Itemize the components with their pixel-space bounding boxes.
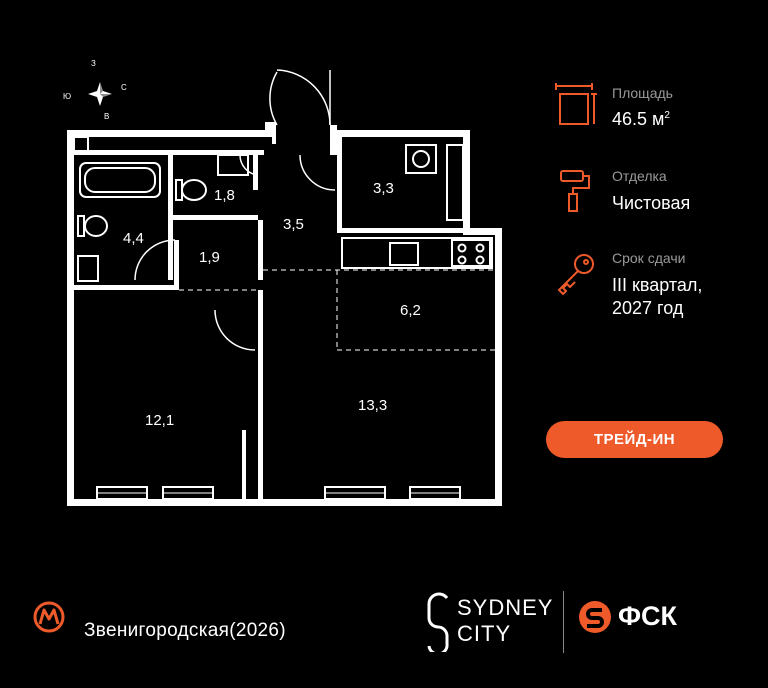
deadline-label: Срок сдачи [612, 250, 686, 266]
brand-line2: CITY [457, 621, 512, 646]
trade-in-button[interactable]: ТРЕЙД-ИН [546, 421, 723, 458]
compass-south: В [104, 112, 109, 121]
room-toilet-area: 1,8 [214, 187, 235, 204]
finish-value: Чистовая [612, 193, 691, 213]
brand-divider [563, 591, 564, 653]
room-bedroom-area: 12,1 [145, 412, 174, 429]
outer-walls [67, 122, 502, 506]
paint-roller-icon [560, 170, 590, 212]
area-label: Площадь [612, 85, 673, 101]
room-storage-area: 3,3 [373, 180, 394, 197]
area-number: 46.5 м [612, 109, 665, 129]
room-kitchen-area: 6,2 [400, 302, 421, 319]
finish-label: Отделка [612, 168, 667, 184]
room-hallway-area: 3,5 [283, 216, 304, 233]
inner-walls [74, 137, 467, 499]
brand-line1: SYDNEY [457, 595, 554, 620]
room-bathroom-area: 4,4 [123, 230, 144, 247]
room-living-area: 13,3 [358, 397, 387, 414]
windows [96, 144, 464, 500]
brand-developer: ФСК [618, 601, 678, 631]
deadline-line1: III квартал, [612, 275, 703, 295]
area-icon [555, 83, 597, 125]
compass-west: Ю [63, 92, 71, 101]
area-value: 46.5 м2 [612, 109, 670, 130]
fsk-mark-icon [579, 601, 611, 633]
compass-east: С [121, 83, 127, 92]
compass-north: З [91, 59, 96, 68]
room-closet-area: 1,9 [199, 249, 220, 266]
metro-icon [33, 601, 65, 633]
key-icon [557, 254, 594, 296]
area-unit-sup: 2 [664, 110, 670, 121]
deadline-line2: 2027 год [612, 298, 684, 318]
doors [134, 69, 336, 351]
metro-station: Звенигородская(2026) [84, 620, 286, 641]
fsk-logo: ФСК [578, 600, 698, 640]
fixtures [77, 144, 493, 282]
sydney-city-logo: SYDNEY CITY [425, 592, 555, 652]
compass-icon: З С В Ю [63, 59, 127, 121]
zone-lines [179, 269, 495, 351]
sydney-s-mark [427, 592, 449, 652]
